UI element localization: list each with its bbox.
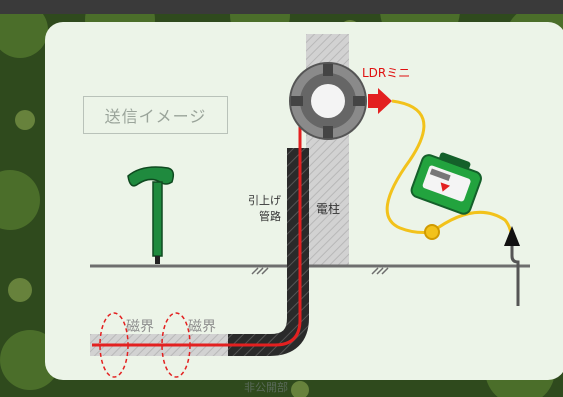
receiver-wand-icon [127,166,175,264]
ground-stake-icon [504,226,520,306]
signal-wire [92,125,302,347]
magnetic-field-label: 磁界 [188,319,216,335]
ground-marks [251,267,389,275]
title-box: 送信イメージ [83,96,228,134]
riser-pipe-label-line1: 引上げ [248,194,281,207]
yellow-cable [385,99,433,234]
coupler-ring-icon [289,62,392,140]
riser-pipe-label: 引上げ 管路 [248,193,281,225]
magnetic-field-label: 磁界 [126,319,154,335]
magnetic-field-ring [99,312,129,378]
transmitter-box-icon [410,152,482,215]
pole-label: 電柱 [316,202,341,216]
device-label: LDRミニ [362,66,411,80]
riser-pipe-label-line2: 管路 [259,210,281,223]
magnetic-field-ring [161,312,191,378]
footer-text: 非公開部 [244,381,288,394]
